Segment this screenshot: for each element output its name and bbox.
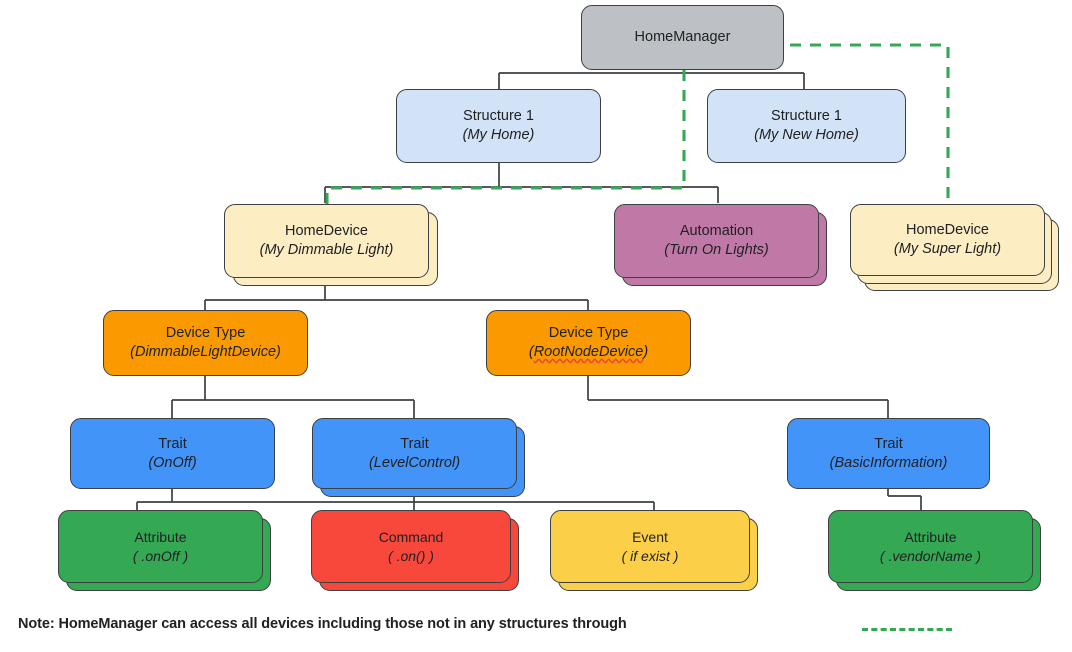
node-home-manager[interactable]: HomeManager — [581, 5, 784, 70]
node-trait-levelcontrol-name: (LevelControl) — [368, 454, 461, 471]
node-home-device-super-name: (My Super Light) — [893, 241, 1002, 257]
node-home-device-super[interactable]: HomeDevice (My Super Light) — [850, 204, 1045, 276]
node-automation-type: Automation — [679, 223, 754, 240]
footnote-dashed-line-legend — [862, 628, 952, 631]
node-structure-my-home-type: Structure 1 — [463, 108, 534, 125]
node-command-on-type: Command — [378, 529, 444, 546]
node-trait-onoff[interactable]: Trait (OnOff) — [70, 418, 275, 489]
node-device-type-root-node-name: (RootNodeDevice) — [528, 344, 649, 360]
node-structure-my-new-home[interactable]: Structure 1 (My New Home) — [707, 89, 906, 163]
node-command-on[interactable]: Command ( .on() ) — [311, 510, 511, 583]
node-home-device-super-type: HomeDevice — [906, 222, 989, 239]
node-trait-onoff-type: Trait — [158, 435, 187, 452]
node-device-type-root-node-type: Device Type — [548, 325, 629, 342]
node-attribute-vendorname[interactable]: Attribute ( .vendorName ) — [828, 510, 1033, 583]
node-attribute-vendorname-type: Attribute — [904, 529, 957, 546]
node-attribute-onoff-name: ( .onOff ) — [132, 547, 189, 564]
footnote-text: Note: HomeManager can access all devices… — [18, 616, 627, 632]
node-home-device-dimmable-name: (My Dimmable Light) — [259, 242, 394, 258]
node-event-if-exist-type: Event — [632, 529, 668, 546]
node-event-if-exist-name: ( if exist ) — [621, 547, 679, 564]
node-trait-basicinformation[interactable]: Trait (BasicInformation) — [787, 418, 990, 489]
node-trait-onoff-name: (OnOff) — [148, 454, 197, 471]
node-device-type-dimmable-light[interactable]: Device Type (DimmableLightDevice) — [103, 310, 308, 376]
node-trait-levelcontrol-type: Trait — [400, 435, 429, 452]
node-automation-name: (Turn On Lights) — [664, 242, 769, 258]
node-structure-my-home-name: (My Home) — [462, 127, 535, 143]
node-event-if-exist[interactable]: Event ( if exist ) — [550, 510, 750, 583]
node-device-type-root-node[interactable]: Device Type (RootNodeDevice) — [486, 310, 691, 376]
node-home-device-dimmable[interactable]: HomeDevice (My Dimmable Light) — [224, 204, 429, 278]
node-home-device-dimmable-type: HomeDevice — [285, 223, 368, 240]
spellcheck-underline: RootNodeDevice — [533, 344, 644, 360]
node-structure-my-new-home-type: Structure 1 — [771, 108, 842, 125]
node-structure-my-new-home-name: (My New Home) — [754, 127, 859, 143]
node-attribute-onoff[interactable]: Attribute ( .onOff ) — [58, 510, 263, 583]
node-automation[interactable]: Automation (Turn On Lights) — [614, 204, 819, 278]
node-trait-basicinformation-type: Trait — [874, 435, 903, 452]
node-home-manager-type: HomeManager — [634, 29, 731, 46]
node-command-on-name: ( .on() ) — [388, 547, 434, 564]
node-attribute-vendorname-name: ( .vendorName ) — [879, 547, 982, 564]
node-device-type-dimmable-light-name: (DimmableLightDevice) — [130, 344, 281, 360]
node-attribute-onoff-type: Attribute — [134, 529, 187, 546]
node-trait-basicinformation-name: (BasicInformation) — [829, 454, 948, 471]
node-structure-my-home[interactable]: Structure 1 (My Home) — [396, 89, 601, 163]
node-trait-levelcontrol[interactable]: Trait (LevelControl) — [312, 418, 517, 489]
node-device-type-dimmable-light-type: Device Type — [165, 325, 246, 342]
